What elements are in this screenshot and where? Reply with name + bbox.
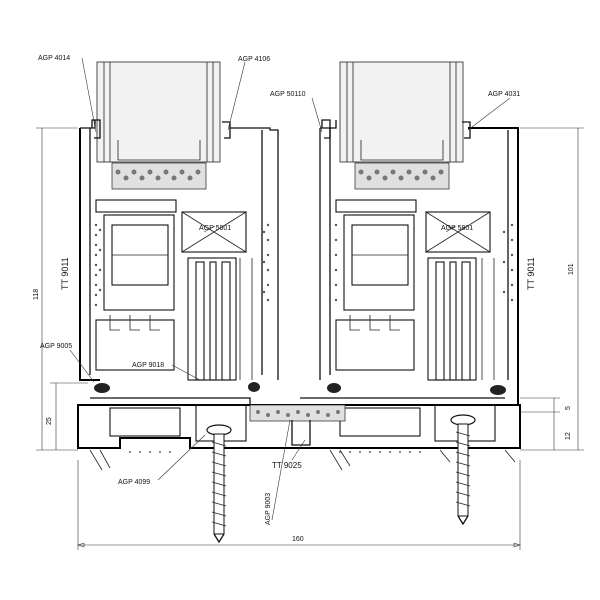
- bottom-frame: [77, 397, 521, 471]
- label-tt-9011-left: TT 9011: [60, 257, 70, 290]
- dimension-lines: [36, 127, 584, 550]
- label-agp-4014: AGP 4014: [38, 55, 70, 62]
- right-glass-unit: [339, 61, 464, 163]
- label-agp-4031: AGP 4031: [488, 91, 520, 98]
- left-glass-unit: [96, 61, 221, 163]
- part-labels: AGP 4014 AGP 4106 AGP 50110 AGP 4031 AGP…: [38, 55, 536, 525]
- label-agp-9003: AGP 9003: [265, 493, 272, 525]
- label-agp-4099: AGP 4099: [118, 479, 150, 486]
- right-gasket-inner: [327, 383, 341, 393]
- dim-118: 118: [33, 289, 40, 300]
- leader-lines: [69, 57, 511, 521]
- dim-5: 5: [565, 406, 572, 410]
- dim-12: 12: [565, 432, 572, 440]
- label-agp-5801-right: AGP 5801: [441, 225, 473, 232]
- left-gasket-inner: [248, 382, 260, 392]
- label-agp-9005: AGP 9005: [40, 343, 72, 350]
- left-sash: [79, 61, 279, 393]
- label-tt-9025: TT 9025: [272, 461, 302, 470]
- label-agp-5801-left: AGP 5801: [199, 225, 231, 232]
- dim-25: 25: [46, 417, 53, 425]
- label-agp-9018: AGP 9018: [132, 362, 164, 369]
- dim-160: 160: [292, 536, 304, 543]
- left-gasket-outer: [94, 383, 110, 393]
- left-screw: [206, 424, 232, 544]
- label-tt-9011-right: TT 9011: [526, 257, 536, 290]
- right-gasket-outer: [490, 385, 506, 395]
- dim-101: 101: [568, 263, 575, 275]
- right-screw: [450, 414, 476, 526]
- label-agp-50110: AGP 50110: [270, 91, 306, 98]
- dimension-labels: 118 25 101 5 12 160: [33, 263, 575, 543]
- label-agp-4106: AGP 4106: [238, 56, 270, 63]
- right-sash: [319, 61, 519, 405]
